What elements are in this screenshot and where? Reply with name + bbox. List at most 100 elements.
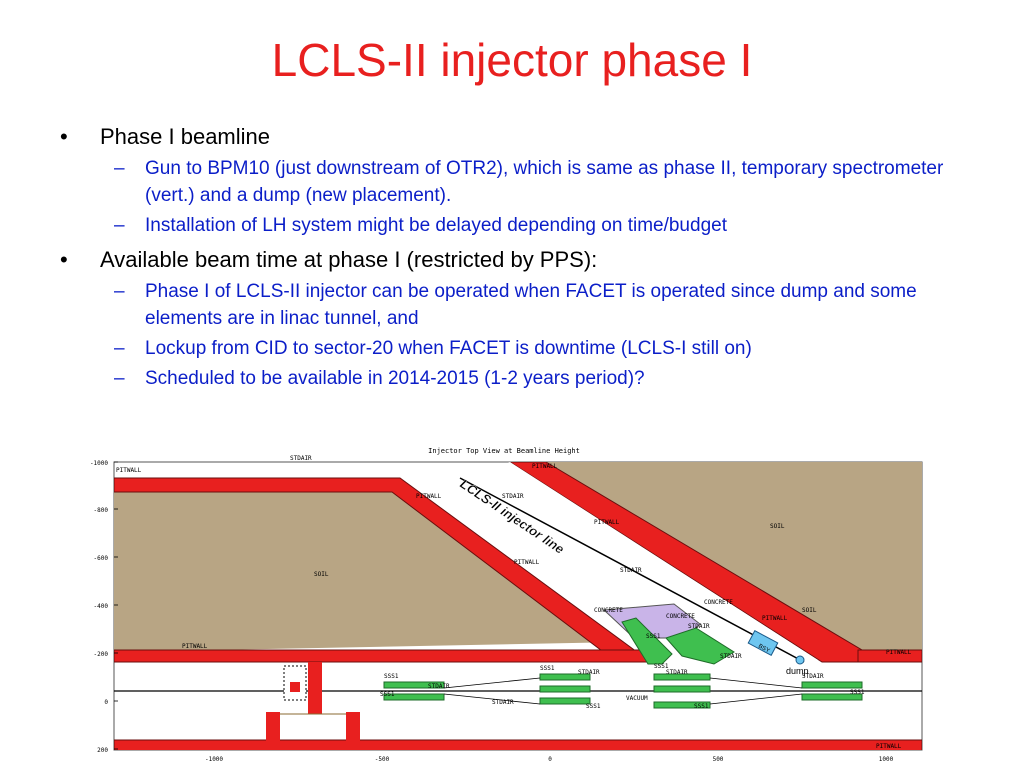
y-tick-label: 0 <box>104 699 108 706</box>
region-label: CONCRETE <box>704 599 733 606</box>
region-label: CONCRETE <box>666 613 695 620</box>
dash-icon: – <box>114 338 125 359</box>
magnet <box>653 685 711 693</box>
magnet <box>383 693 445 701</box>
sub-bullet-item: – Installation of LH system might be del… <box>114 212 960 239</box>
sub-bullet-item: – Gun to BPM10 (just downstream of OTR2)… <box>114 155 960 209</box>
region-label: STDAIR <box>502 493 524 500</box>
sub-bullet-item: – Scheduled to be available in 2014-2015… <box>114 365 960 392</box>
x-tick-label: 500 <box>713 756 724 763</box>
region-label: PITWALL <box>886 649 912 656</box>
y-tick-label: -600 <box>94 555 109 562</box>
y-tick-label: -1000 <box>90 460 108 467</box>
soil-region-left <box>114 482 624 652</box>
beam-line <box>459 477 805 663</box>
sub-bullet-text: Phase I of LCLS-II injector can be opera… <box>145 281 917 329</box>
sub-bullet-item: – Phase I of LCLS-II injector can be ope… <box>114 278 960 332</box>
soil-region-right <box>546 462 922 650</box>
region-label: STDAIR <box>578 669 600 676</box>
region-label: STDAIR <box>428 683 450 690</box>
region-label: SSS1 <box>850 689 865 696</box>
region-label: PITWALL <box>514 559 540 566</box>
y-tick-label: -400 <box>94 603 109 610</box>
bullet-list: • Phase I beamline – Gun to BPM10 (just … <box>60 116 960 395</box>
y-tick-label: -800 <box>94 507 109 514</box>
support-pillar <box>346 712 360 746</box>
region-label: PITWALL <box>416 493 442 500</box>
dash-icon: – <box>114 215 125 236</box>
region-label: SSS1 <box>694 703 709 710</box>
region-label: STDAIR <box>688 623 710 630</box>
pitwall-floor <box>114 739 922 750</box>
dump-element <box>795 655 805 665</box>
region-label: STDAIR <box>492 699 514 706</box>
region-label: PITWALL <box>876 743 902 750</box>
slide-title: LCLS-II injector phase I <box>271 34 753 86</box>
region-label: SOIL <box>802 607 817 614</box>
magnet <box>539 673 591 681</box>
sub-bullet-text: Gun to BPM10 (just downstream of OTR2), … <box>145 158 944 206</box>
magnet <box>801 693 863 701</box>
region-label: STDAIR <box>802 673 824 680</box>
bsy-element <box>747 630 779 656</box>
region-label: SSS1 <box>384 673 399 680</box>
magnet <box>539 697 591 705</box>
dash-icon: – <box>114 281 125 302</box>
beamline-diagram: Injector Top View at Beamline Height LCL… <box>90 447 923 763</box>
magnet <box>801 681 863 689</box>
y-tick-label: -200 <box>94 651 109 658</box>
region-label: STDAIR <box>290 455 312 462</box>
support-pillar <box>266 712 280 746</box>
region-label: STDAIR <box>620 567 642 574</box>
region-label: PITWALL <box>594 519 620 526</box>
bullet-dot-icon: • <box>60 247 68 272</box>
region-label: SSS1 <box>586 703 601 710</box>
region-label: SSS1 <box>646 633 661 640</box>
pitwall-bottom-right <box>857 649 922 663</box>
region-label: SSS1 <box>540 665 555 672</box>
x-tick-label: -500 <box>375 756 390 763</box>
y-tick-label: 200 <box>97 747 108 754</box>
sub-bullet-text: Lockup from CID to sector-20 when FACET … <box>145 338 752 359</box>
sub-bullet-text: Installation of LH system might be delay… <box>145 215 727 236</box>
injector-top-view-figure: Injector Top View at Beamline Height LCL… <box>74 442 924 768</box>
envelope-line <box>709 677 803 689</box>
x-tick-label: 0 <box>548 756 552 763</box>
region-label: STDAIR <box>666 669 688 676</box>
magnet-block <box>665 627 735 665</box>
region-label: SOIL <box>770 523 785 530</box>
region-label: SOIL <box>314 571 329 578</box>
bullet-dot-icon: • <box>60 124 68 149</box>
bsy-label: BSY <box>757 643 770 654</box>
x-tick-label: -1000 <box>205 756 223 763</box>
envelope-line <box>443 677 541 689</box>
magnet <box>539 685 591 693</box>
envelope-line <box>709 693 803 705</box>
region-label: PITWALL <box>762 615 788 622</box>
figure-title: Injector Top View at Beamline Height <box>428 447 580 455</box>
dash-icon: – <box>114 158 125 179</box>
dash-icon: – <box>114 368 125 389</box>
bullet-item: • Available beam time at phase I (restri… <box>60 245 960 392</box>
sub-bullet-text: Scheduled to be available in 2014-2015 (… <box>145 368 645 389</box>
region-label: PITWALL <box>532 463 558 470</box>
gun-element <box>290 682 300 692</box>
magnet <box>383 681 445 689</box>
bullet-text: Available beam time at phase I (restrict… <box>100 247 598 272</box>
bullet-text: Phase I beamline <box>100 124 270 149</box>
region-label: CONCRETE <box>594 607 623 614</box>
region-label: SSS1 <box>380 691 395 698</box>
x-tick-label: 1000 <box>879 756 894 763</box>
bullet-item: • Phase I beamline – Gun to BPM10 (just … <box>60 122 960 239</box>
region-label: PITWALL <box>182 643 208 650</box>
region-label: SSS1 <box>654 663 669 670</box>
envelope-line <box>443 693 541 705</box>
gun-wall <box>308 662 322 714</box>
dump-label: dump <box>786 666 809 676</box>
region-label: VACUUM <box>626 695 648 702</box>
region-label: PITWALL <box>116 467 142 474</box>
pitwall-bottom-left <box>114 649 651 663</box>
sub-bullet-item: – Lockup from CID to sector-20 when FACE… <box>114 335 960 362</box>
magnet <box>653 701 711 709</box>
sub-bullet-list: – Gun to BPM10 (just downstream of OTR2)… <box>114 155 960 239</box>
